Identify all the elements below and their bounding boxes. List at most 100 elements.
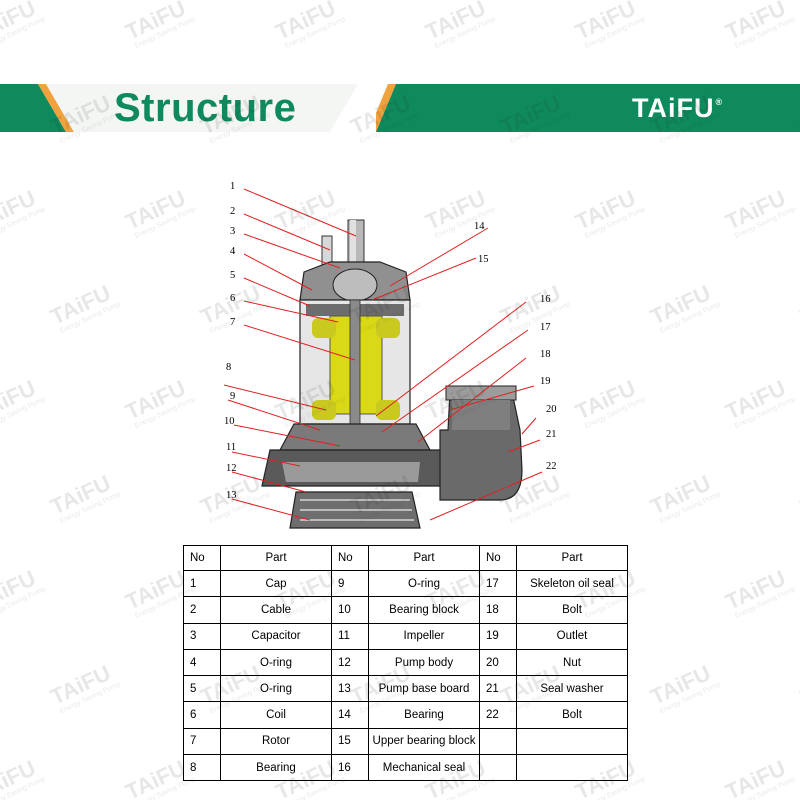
watermark-tagline: Energy Saving Pump [59,681,122,715]
callout-5: 5 [230,270,235,281]
callout-16: 16 [540,294,551,305]
cell-no: 22 [479,701,517,729]
page-title: Structure [114,86,297,130]
cell-part: Capacitor [220,622,332,650]
header-no: No [331,545,369,571]
callout-6: 6 [230,293,235,304]
leader-lines [223,188,543,521]
watermark-brand: TAiFU [722,755,790,800]
table-row: 7 Rotor 15 Upper bearing block [183,727,628,756]
cell-no: 5 [183,675,221,703]
table-row: 2 Cable 10 Bearing block 18 Bolt [183,596,628,624]
watermark-tagline: Energy Saving Pump [0,586,47,620]
cell-part: Pump body [368,648,480,677]
watermark-brand: TAiFU [0,565,39,614]
callout-17: 17 [540,322,551,333]
logo-text: TAiFU [632,93,715,123]
cell-part: Outlet [516,622,628,650]
cell-no: 7 [183,727,221,756]
callout-2: 2 [230,206,235,217]
cell-no: 21 [479,675,517,703]
watermark-tagline: Energy Saving Pump [659,681,722,715]
watermark-brand: TAiFU [122,755,190,800]
cell-part: Upper bearing block [368,727,480,756]
watermark-brand: TAiFU [47,660,115,709]
pump-drawing [261,219,523,529]
header-part: Part [220,545,332,571]
callout-11: 11 [226,442,236,453]
cell-no: 15 [331,727,369,756]
cell-no: 13 [331,675,369,703]
callout-20: 20 [546,404,557,415]
callout-12: 12 [226,463,237,474]
cell-part: Pump base board [368,675,480,703]
cell-part: Nut [516,648,628,677]
cell-part: Mechanical seal [368,754,480,782]
callout-numbers-left: 1 2 3 4 5 6 7 8 9 10 11 12 13 [224,181,237,501]
cell-no: 18 [479,596,517,624]
callout-22: 22 [546,461,557,472]
callout-21: 21 [546,429,557,440]
cell-part: Skeleton oil seal [516,569,628,598]
watermark-brand: TAiFU [797,660,800,709]
watermark-brand: TAiFU [722,565,790,614]
watermark-brand: TAiFU [647,660,715,709]
banner-right-shape [376,84,800,132]
table-row: 3 Capacitor 11 Impeller 19 Outlet [183,622,628,650]
cell-part: Bearing block [368,596,480,624]
callout-10: 10 [224,416,235,427]
cell-part: Bolt [516,596,628,624]
cell-no: 9 [331,569,369,598]
cell-part: Impeller [368,622,480,650]
cell-part: Cable [220,596,332,624]
cell-part: O-ring [220,648,332,677]
cell-part: Bearing [368,701,480,729]
parts-table: No Part No Part No Part 1 Cap 9 O-ring 1… [183,545,628,782]
cell-no: 6 [183,701,221,729]
cell-no: 10 [331,596,369,624]
cell-no: 4 [183,648,221,677]
callout-numbers-right: 14 15 16 17 18 19 20 21 22 [474,221,557,472]
watermark-tagline: Energy Saving Pump [734,776,797,800]
cell-no: 16 [331,754,369,782]
callout-3: 3 [230,226,235,237]
callout-15: 15 [478,254,489,265]
watermark-tagline: Energy Saving Pump [734,586,797,620]
pump-structure-diagram: 1 2 3 4 5 6 7 8 9 10 11 12 13 14 15 16 1… [223,181,557,529]
cell-no: 17 [479,569,517,598]
callout-18: 18 [540,349,551,360]
cell-part: O-ring [220,675,332,703]
cell-no [479,727,517,756]
table-header-row: No Part No Part No Part [183,545,628,571]
table-row: 6 Coil 14 Bearing 22 Bolt [183,701,628,729]
cell-part: Bearing [220,754,332,782]
banner-left-shape [0,84,358,132]
header-no: No [479,545,517,571]
cell-part: Coil [220,701,332,729]
cell-no: 8 [183,754,221,782]
callout-7: 7 [230,317,235,328]
header-banner [0,84,800,132]
callout-8: 8 [226,362,231,373]
registered-mark: ® [715,97,724,107]
cell-part: Cap [220,569,332,598]
cell-part: Seal washer [516,675,628,703]
callout-4: 4 [230,246,236,257]
table-row: 4 O-ring 12 Pump body 20 Nut [183,648,628,677]
brand-logo: TAiFU® [632,84,723,132]
watermark-brand: TAiFU [0,755,39,800]
cell-no: 11 [331,622,369,650]
cell-no [479,754,517,782]
header-no: No [183,545,221,571]
table-row: 8 Bearing 16 Mechanical seal [183,754,628,782]
callout-14: 14 [474,221,485,232]
cell-no: 1 [183,569,221,598]
watermark-brand: TAiFU [122,565,190,614]
cell-part [516,727,628,756]
cell-part: Rotor [220,727,332,756]
